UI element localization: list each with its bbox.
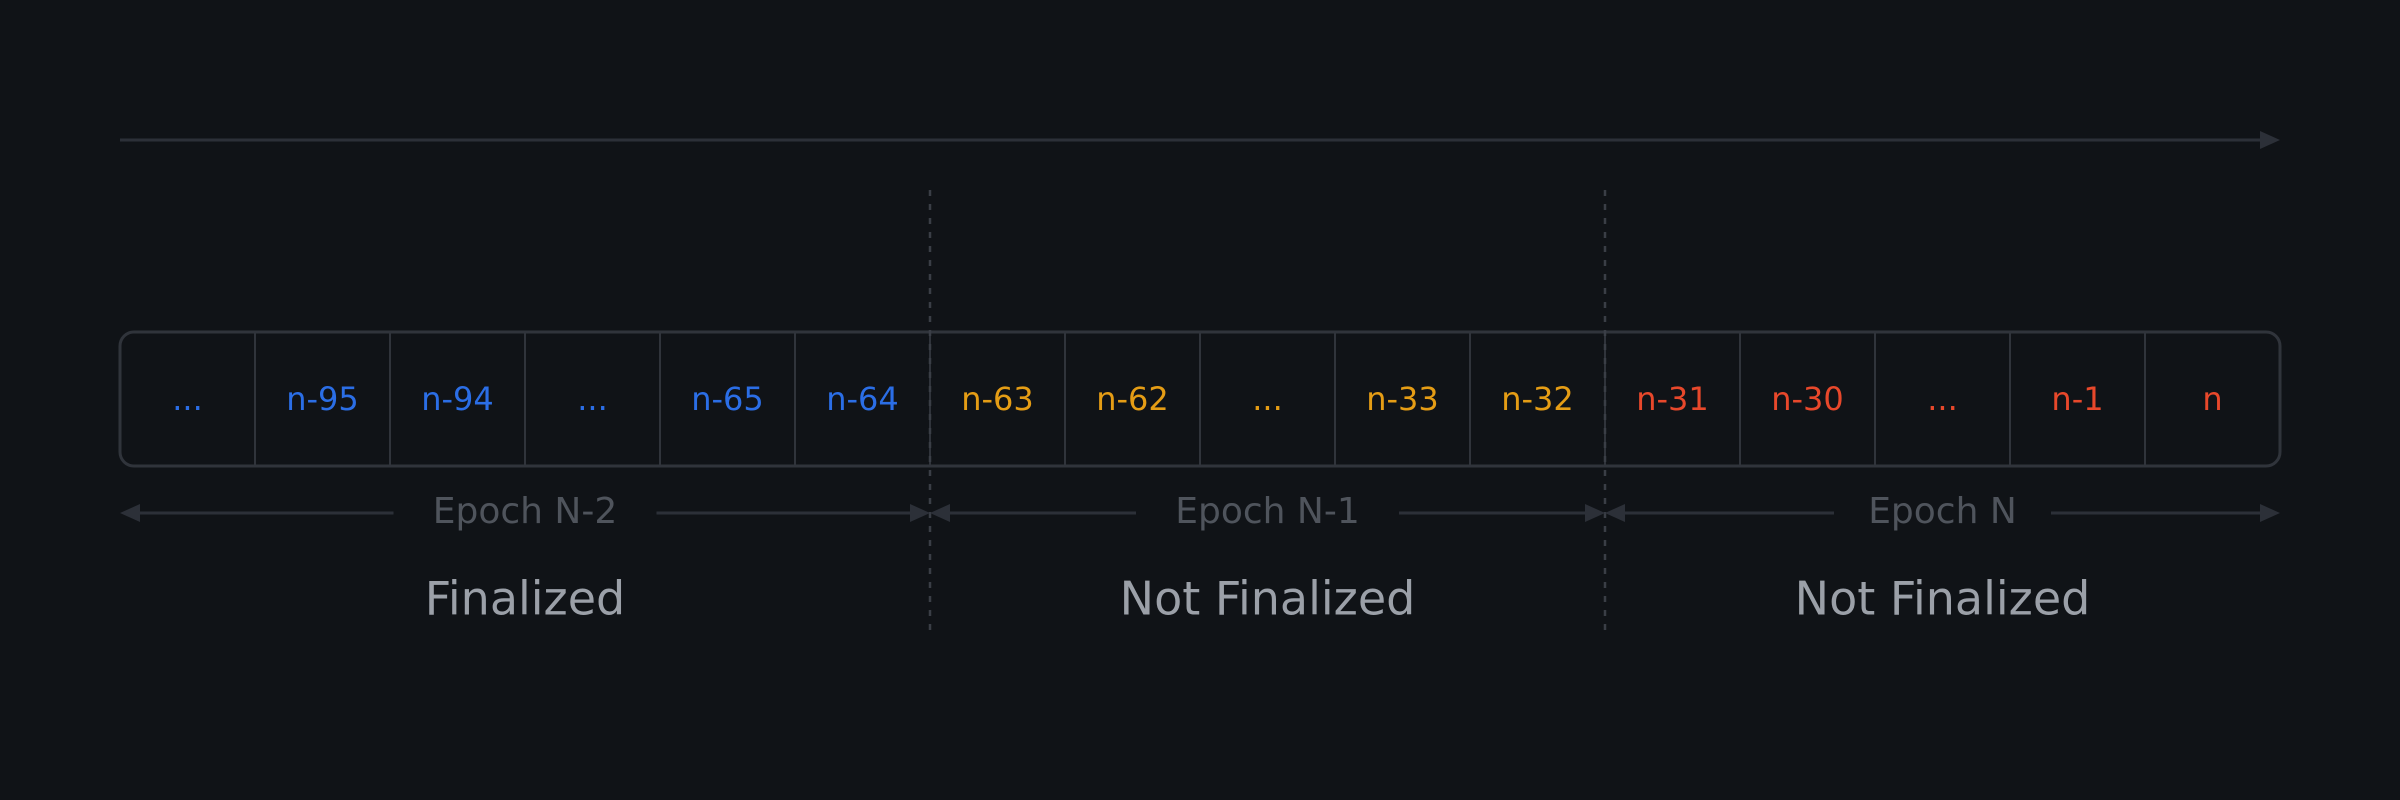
slot-label: n-94 [421,380,494,418]
finality-status-label: Not Finalized [1120,572,1416,626]
slot-label: n-1 [2051,380,2103,418]
timeline-arrow-icon [120,131,2280,149]
epoch-label: Epoch N-1 [1175,491,1360,532]
epoch-label: Epoch N-2 [433,491,618,532]
epoch-span-arrow-icon [1605,504,2280,522]
slot-dividers [254,332,2146,466]
slot-label: ... [172,380,203,418]
epoch-label: Epoch N [1868,491,2017,532]
slot-label: ... [577,380,608,418]
finality-status-label: Finalized [425,572,625,626]
slot-label: n-63 [961,380,1034,418]
finality-status-label: Not Finalized [1795,572,2091,626]
slot-labels: ... n-95 n-94... n-65 n-64 n-63 n-62... n-33 n-3… [172,380,2222,418]
slot-label: n-64 [826,380,899,418]
slot-label: ... [1927,380,1958,418]
slot-label: n-30 [1771,380,1844,418]
epoch-span-arrows [120,504,2280,522]
slot-label: n-62 [1096,380,1169,418]
slot-label: ... [1252,380,1283,418]
finality-status-labels: Finalized Not Finalized Not Finalized [425,572,2091,626]
epoch-span-arrow-icon [930,504,1605,522]
slot-label: n-33 [1366,380,1439,418]
slot-label: n [2202,380,2222,418]
slot-label: n-95 [286,380,359,418]
slot-label: n-31 [1636,380,1709,418]
epoch-separators [928,190,1607,630]
slot-label: n-32 [1501,380,1574,418]
epoch-span-arrow-icon [120,504,930,522]
epoch-labels: Epoch N-2 Epoch N-1 Epoch N [433,491,2017,532]
slot-label: n-65 [691,380,764,418]
